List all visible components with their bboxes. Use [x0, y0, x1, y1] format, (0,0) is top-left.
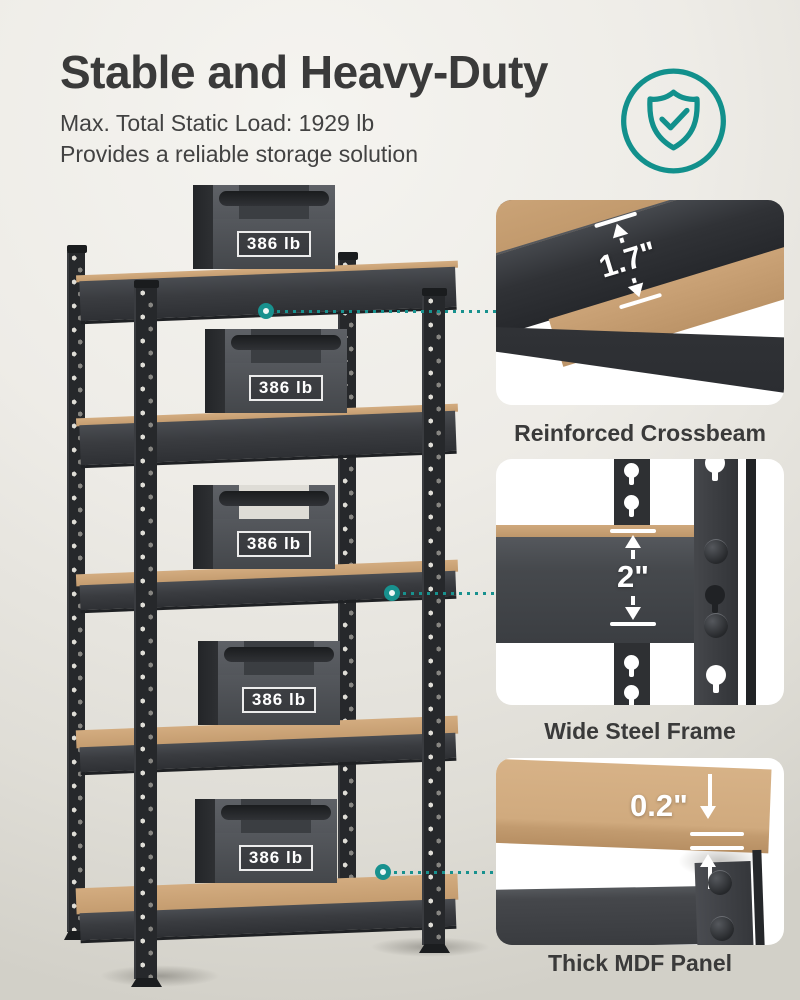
shelf-tier-3 — [40, 559, 470, 639]
weight-handle — [231, 335, 341, 350]
callout-card-steel-frame: 2" — [496, 459, 784, 705]
bolt-icon — [710, 916, 734, 941]
weight-block: 386 lb — [198, 641, 340, 725]
shelf-post-front-right — [422, 288, 447, 945]
callout-card-crossbeam: 1.7" — [496, 200, 784, 405]
connector-dot — [258, 303, 274, 319]
shelf-tier-2 — [40, 403, 470, 483]
subtitle-line-1: Max. Total Static Load: 1929 lb — [60, 110, 375, 137]
steel-beam-photo — [496, 537, 694, 643]
weight-block: 386 lb — [195, 799, 337, 883]
connector-dotted-line — [394, 870, 497, 874]
post-flange — [752, 849, 765, 945]
arrow-up-icon — [700, 854, 716, 867]
weight-label: 386 lb — [248, 375, 324, 401]
bolt-icon — [704, 539, 728, 564]
weight-label: 386 lb — [238, 845, 314, 871]
weight-side-face — [193, 485, 213, 569]
bolt-icon — [708, 870, 732, 895]
callout-connector-3 — [375, 864, 497, 880]
post-flange — [746, 459, 756, 705]
weight-label: 386 lb — [241, 687, 317, 713]
callout-card-mdf-panel: 0.2" — [496, 758, 784, 945]
connector-dotted-line — [277, 309, 497, 313]
measurement-frame-width: 2" — [610, 529, 656, 626]
steel-beam-photo — [496, 886, 703, 945]
measurement-value: 2" — [617, 559, 649, 594]
shelf-tier-5 — [40, 873, 470, 953]
weight-label: 386 lb — [236, 231, 312, 257]
arrow-up-icon — [609, 221, 629, 239]
front-post-photo — [694, 459, 738, 705]
callout-connector-1 — [258, 303, 497, 319]
weight-block: 386 lb — [193, 485, 335, 569]
shelf-tier-4 — [40, 715, 470, 795]
weight-side-face — [195, 799, 215, 883]
connector-dotted-line — [403, 591, 497, 595]
weight-handle — [219, 191, 329, 206]
subtitle: Max. Total Static Load: 1929 lb Provides… — [60, 108, 548, 169]
weight-handle — [224, 647, 334, 662]
page-title: Stable and Heavy-Duty — [60, 46, 548, 98]
callout-caption-mdf-panel: Thick MDF Panel — [547, 950, 733, 976]
callout-connector-2 — [384, 585, 497, 601]
subtitle-line-2: Provides a reliable storage solution — [60, 140, 418, 167]
connector-dot — [375, 864, 391, 880]
connector-dot — [384, 585, 400, 601]
weight-block: 386 lb — [205, 329, 347, 413]
floor-shadow — [100, 965, 220, 987]
callout-caption-steel-frame: Wide Steel Frame — [544, 718, 736, 744]
weight-side-face — [193, 185, 213, 269]
arrow-up-icon — [625, 535, 641, 548]
shelf-post-front-left — [134, 280, 159, 979]
bolt-icon — [704, 613, 728, 638]
shelving-unit: 386 lb 386 lb 386 lb 386 lb — [40, 185, 490, 990]
weight-handle — [219, 491, 329, 506]
header: Stable and Heavy-Duty Max. Total Static … — [60, 48, 548, 169]
measurement-value: 0.2" — [630, 788, 688, 823]
measurement-value: 1.7" — [594, 234, 661, 285]
weight-block: 386 lb — [193, 185, 335, 269]
weight-handle — [221, 805, 331, 820]
arrow-down-icon — [627, 282, 647, 300]
mdf-edge-photo — [496, 525, 694, 537]
arrow-down-icon — [625, 606, 641, 620]
weight-side-face — [205, 329, 225, 413]
arrow-down-icon — [700, 806, 716, 819]
weight-label: 386 lb — [236, 531, 312, 557]
weight-side-face — [198, 641, 218, 725]
shield-check-icon — [621, 68, 726, 174]
callout-caption-crossbeam: Reinforced Crossbeam — [514, 420, 766, 446]
